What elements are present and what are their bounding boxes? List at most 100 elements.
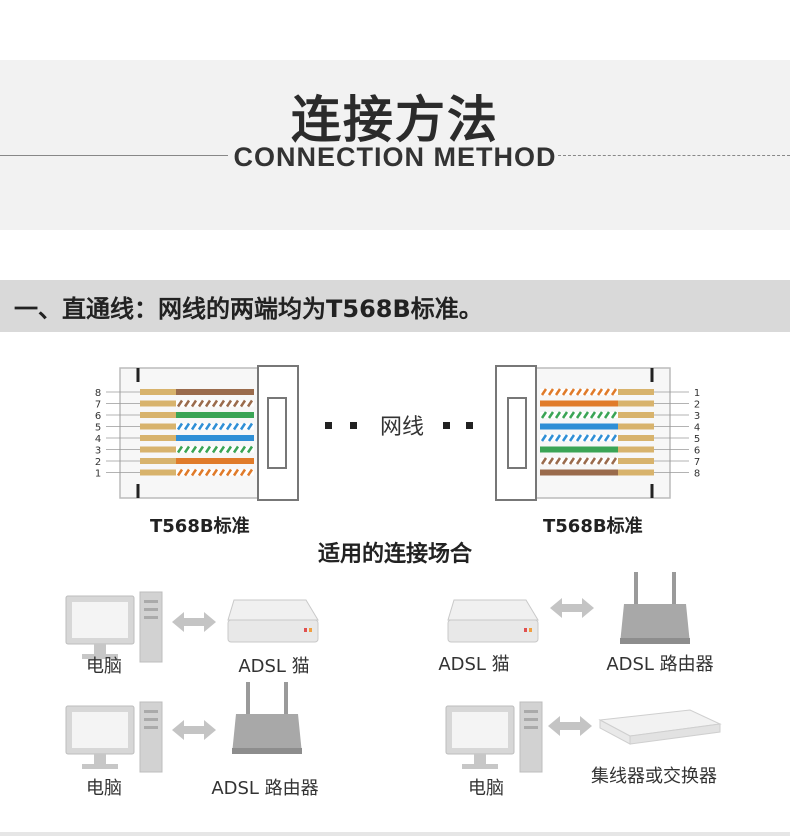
wire-stripe xyxy=(176,468,184,477)
wire xyxy=(176,412,254,418)
computer-icon xyxy=(445,701,543,773)
pin-number: 2 xyxy=(694,400,700,411)
wire-stripe xyxy=(176,422,184,431)
wire xyxy=(176,458,254,464)
wire-stripe xyxy=(575,434,583,442)
pin-number: 6 xyxy=(694,446,700,457)
pin-contact xyxy=(140,400,176,407)
pin-contact xyxy=(140,469,176,476)
device-label: ADSL 路由器 xyxy=(606,654,714,675)
wire-stripe xyxy=(582,411,590,419)
pin-contact xyxy=(140,458,176,464)
cable-label: 网线 xyxy=(380,415,424,440)
wire-stripe xyxy=(610,457,618,465)
wire-stripe xyxy=(225,445,233,454)
wire xyxy=(540,423,618,430)
wire-stripe xyxy=(554,388,562,396)
adsl-router-icon xyxy=(618,570,692,646)
section-title: 一、直通线：网线的两端均为T568B标准。 xyxy=(14,295,483,323)
adsl-router-icon xyxy=(230,680,304,756)
dot xyxy=(466,422,473,429)
wire-stripe xyxy=(596,388,604,396)
wire-stripe xyxy=(204,422,212,431)
wire-stripe xyxy=(589,457,597,465)
wire xyxy=(540,400,618,407)
device-label: 电脑 xyxy=(468,778,504,799)
wire-stripe xyxy=(561,388,569,396)
pin-contact xyxy=(618,423,654,430)
dot xyxy=(325,422,332,429)
pin-number: 8 xyxy=(694,469,700,480)
wire-stripe xyxy=(246,468,254,477)
pin-number: 8 xyxy=(95,388,101,399)
wire-stripe xyxy=(232,422,240,431)
bidirectional-arrow-icon xyxy=(172,612,216,632)
section-bar: 一、直通线：网线的两端均为T568B标准。 xyxy=(0,280,790,332)
wire xyxy=(540,469,618,476)
adsl-modem-icon xyxy=(447,599,539,643)
computer-icon xyxy=(65,701,163,773)
scenarios-title: 适用的连接场合 xyxy=(317,542,472,567)
pin-number: 6 xyxy=(95,411,101,422)
pin-contact xyxy=(140,435,176,441)
adsl-modem-icon xyxy=(227,599,319,643)
pin-number: 2 xyxy=(95,457,101,468)
wire-stripe xyxy=(197,399,205,408)
wire-stripe xyxy=(561,434,569,442)
wire-stripe xyxy=(211,468,219,477)
pin-contact xyxy=(140,412,176,418)
wire-stripe xyxy=(176,399,184,408)
divider-left xyxy=(0,155,228,156)
pin-contact xyxy=(140,423,176,430)
wire-stripe xyxy=(582,457,590,465)
wire-stripe xyxy=(596,411,604,419)
wire-stripe xyxy=(589,434,597,442)
wire-stripe xyxy=(211,422,219,431)
wire-stripe xyxy=(540,388,548,396)
cable-indicator: 网线 xyxy=(325,415,473,440)
wire-stripe xyxy=(183,399,191,408)
wire-stripe xyxy=(561,457,569,465)
wire-stripe xyxy=(211,445,219,454)
wire-stripe xyxy=(554,411,562,419)
wire-stripe xyxy=(225,468,233,477)
wire-stripe xyxy=(603,388,611,396)
pin-contact xyxy=(618,469,654,476)
wire-stripe xyxy=(596,434,604,442)
pin-contact xyxy=(618,389,654,395)
wire-stripe xyxy=(239,445,247,454)
wire-stripe xyxy=(568,411,576,419)
device-label: ADSL 猫 xyxy=(438,654,510,675)
pin-number: 7 xyxy=(95,400,101,411)
wire-stripe xyxy=(589,411,597,419)
pin-number: 7 xyxy=(694,457,700,468)
dot xyxy=(350,422,357,429)
wire-stripe xyxy=(232,399,240,408)
wire-stripe xyxy=(582,434,590,442)
wire-stripe xyxy=(246,445,254,454)
pin-contact xyxy=(140,389,176,395)
pin-contact xyxy=(618,458,654,464)
wire-stripe xyxy=(197,468,205,477)
device-label: ADSL 路由器 xyxy=(211,778,319,799)
wire-stripe xyxy=(225,399,233,408)
wire-stripe xyxy=(603,434,611,442)
bidirectional-arrow-icon xyxy=(172,720,216,740)
wire-stripe xyxy=(540,411,548,419)
wire-stripe xyxy=(204,399,212,408)
wire-stripe xyxy=(232,445,240,454)
bidirectional-arrow-icon xyxy=(550,598,594,618)
wire-stripe xyxy=(211,399,219,408)
wire-stripe xyxy=(218,422,226,431)
pin-number: 5 xyxy=(95,423,101,434)
wire-stripe xyxy=(568,434,576,442)
page-subtitle: CONNECTION METHOD xyxy=(233,142,557,172)
wire-stripe xyxy=(239,422,247,431)
wire xyxy=(176,389,254,395)
pin-contact xyxy=(140,446,176,453)
wire-stripe xyxy=(610,434,618,442)
device-label: 电脑 xyxy=(86,778,122,799)
wire-stripe xyxy=(554,434,562,442)
wire-stripe xyxy=(547,411,555,419)
